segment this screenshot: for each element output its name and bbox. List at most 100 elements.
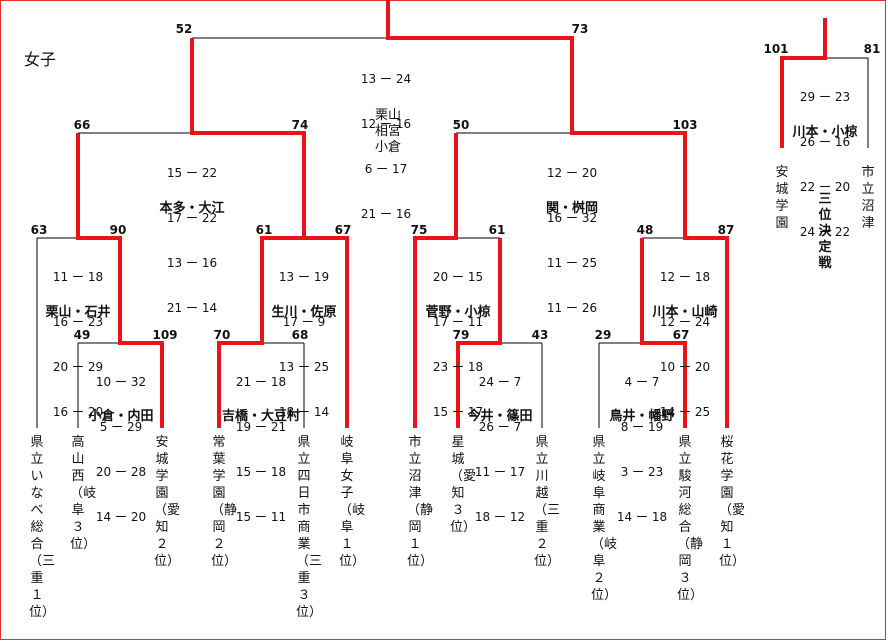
game-line: 21 ー 14 [166,301,218,315]
team-name: 市立沼津 [861,165,875,231]
pair-names: 生川・佐原 [271,305,337,320]
score: 70 [213,328,231,342]
game-line: 12 ー 20 [546,166,598,180]
game-line: 4 ー 7 [624,375,660,389]
game-line: 20 ー 28 [95,465,147,479]
game-line: 20 ー 29 [52,360,104,374]
game-line: 10 ー 32 [95,375,147,389]
team-name: 県立いなべ総合（三重１位） [29,435,56,620]
team-name: 常葉学園（静岡２位） [211,435,238,569]
score: 67 [672,328,690,342]
game-line: 21 ー 18 [235,375,287,389]
score: 63 [30,223,48,237]
team-name: 県立四日市商業（三重３位） [296,435,323,620]
games: 15 ー 22 17 ー 22 13 ー 16 21 ー 14 [167,136,217,331]
pair-names: 川本・山崎 [652,305,718,320]
games-final: 13 ー 24 12 ー 16 6 ー 17 21 ー 16 [361,42,411,237]
team-name: 県立駿河総合（静岡３位） [677,435,704,603]
game-line: 10 ー 20 [659,360,711,374]
games: 20 ー 15 17 ー 11 23 ー 18 15 ー 17 [433,240,483,435]
score: 61 [255,223,273,237]
game-line: 16 ー 20 [52,405,104,419]
games: 24 ー 7 26 ー 7 11 ー 17 18 ー 12 [475,345,525,540]
pair-names: 菅野・小椋 [425,305,491,320]
games: 4 ー 7 8 ー 19 3 ー 23 14 ー 18 [617,345,667,540]
game-line: 12 ー 18 [659,270,711,284]
game-line: 18 ー 12 [474,510,526,524]
pair-names: 本多・大江 [159,201,225,216]
game-line: 18 ー 14 [278,405,330,419]
team-name: 高山西（岐阜３位） [70,435,97,552]
game-line: 23 ー 18 [432,360,484,374]
game-line: 26 ー 16 [799,135,851,149]
score: 29 [594,328,612,342]
score: 87 [717,223,735,237]
score: 109 [152,328,178,342]
score: 81 [863,42,881,56]
game-line: 16 ー 32 [546,211,598,225]
score: 49 [73,328,91,342]
winner-path-mid [413,133,458,428]
games: 12 ー 18 12 ー 24 10 ー 20 14 ー 25 [660,240,710,435]
score-final-right: 73 [571,22,589,36]
score-final-left: 52 [175,22,193,36]
game-line: 11 ー 26 [546,301,598,315]
team-name: 県立川越（三重２位） [534,435,561,569]
champion-names: 栗山 相宮 小倉 [374,108,402,155]
games: 12 ー 20 16 ー 32 11 ー 25 11 ー 26 [547,136,597,331]
winner-path-left2 [76,133,164,428]
score: 75 [410,223,428,237]
game-line: 19 ー 21 [235,420,287,434]
games: 10 ー 32 5 ー 29 20 ー 28 14 ー 20 [96,345,146,540]
game-line: 13 ー 19 [278,270,330,284]
score: 74 [291,118,309,132]
game-line: 17 ー 22 [166,211,218,225]
pair-names: 今井・篠田 [467,409,533,424]
third-place-winner-path [780,18,827,148]
game-line: 11 ー 18 [52,270,104,284]
score: 43 [531,328,549,342]
game-line: 20 ー 15 [432,270,484,284]
game-line: 14 ー 18 [616,510,668,524]
games: 29 ー 23 26 ー 16 22 ー 20 24 ー 22 [800,60,850,255]
game-line: 16 ー 23 [52,315,104,329]
winner-path-mid2 [456,238,502,428]
team-name: 星 城（愛知３位） [450,435,478,535]
game-line: 14 ー 20 [95,510,147,524]
pair-names: 栗山・石井 [45,305,111,320]
score: 48 [636,223,654,237]
game-line: 15 ー 11 [235,510,287,524]
team-name: 岐阜女子（岐阜１位） [339,435,366,569]
game-line: 17 ー 9 [282,315,326,329]
team-name: 安城学園（愛知２位） [154,435,181,569]
team-name: 県立岐阜商業（岐阜２位） [591,435,618,603]
games: 21 ー 18 19 ー 21 15 ー 18 15 ー 11 [236,345,286,540]
third-place-label: 三位決定戦 [818,192,832,271]
pair-names: 川本・小椋 [792,125,858,140]
game-line: 11 ー 25 [546,256,598,270]
score: 68 [291,328,309,342]
game-line: 15 ー 17 [432,405,484,419]
game-line: 24 ー 7 [478,375,522,389]
game-line: 13 ー 24 [360,72,412,86]
game-line: 13 ー 16 [166,256,218,270]
game-line: 13 ー 25 [278,360,330,374]
game-line: 8 ー 19 [620,420,664,434]
score: 90 [109,223,127,237]
pair-names: 関・桝岡 [545,201,599,216]
team-name: 市立沼津（静岡１位） [407,435,434,569]
game-line: 15 ー 22 [166,166,218,180]
game-line: 21 ー 16 [360,207,412,221]
score: 103 [672,118,698,132]
game-line: 3 ー 23 [620,465,664,479]
game-line: 11 ー 17 [474,465,526,479]
game-line: 15 ー 18 [235,465,287,479]
pair-names: 鳥井・幡野 [609,409,675,424]
winner-path-r [640,238,687,428]
score: 66 [73,118,91,132]
game-line: 6 ー 17 [364,162,408,176]
pair-names: 小倉・内田 [88,409,154,424]
